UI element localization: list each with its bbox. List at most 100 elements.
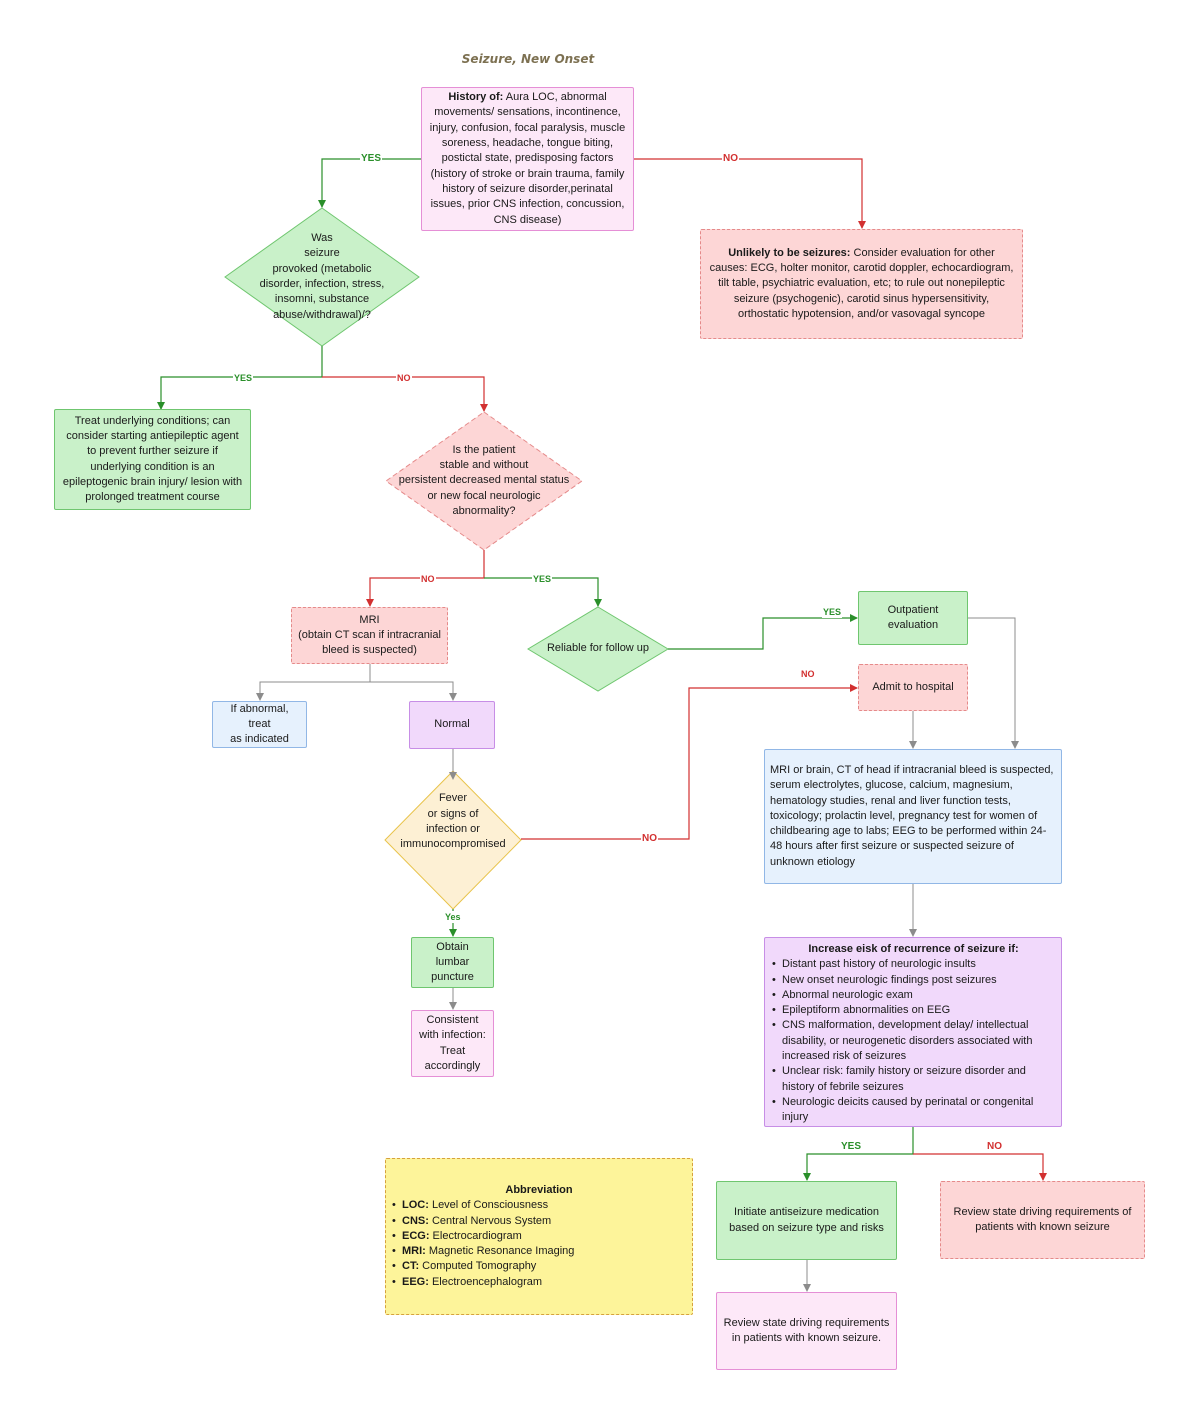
edge-label-fever-yes: Yes xyxy=(444,911,462,923)
edge-provoked-no xyxy=(322,376,488,412)
edge-label-risk-yes: YES xyxy=(840,1141,863,1153)
admit-text: Admit to hospital xyxy=(872,680,954,693)
mri-line: MRI xyxy=(359,613,380,626)
outpatient-box: Outpatient evaluation xyxy=(858,591,968,645)
risk-box: Increase eisk of recurrence of seizure i… xyxy=(764,937,1062,1127)
fever-line: immunocompromised xyxy=(400,838,506,851)
risk-item: Unclear risk: family history or seizure … xyxy=(772,1064,1055,1095)
consistent-line: accordingly xyxy=(424,1059,481,1072)
consistent-box: Consistent with infection: Treat accordi… xyxy=(411,1010,494,1077)
abbr-full: Central Nervous System xyxy=(428,1214,552,1227)
abbr-term: ECG: xyxy=(402,1229,430,1242)
stable-line: abnormality? xyxy=(452,504,516,517)
review-no-box: Review state driving requirements of pat… xyxy=(940,1181,1145,1259)
abbr-term: CNS: xyxy=(402,1214,429,1227)
consistent-line: with infection: xyxy=(419,1029,486,1042)
edge-reliable-yes xyxy=(668,614,858,650)
edge-history-no xyxy=(634,158,866,229)
abbr-full: Electrocardiogram xyxy=(429,1229,522,1242)
abbr-term: EEG: xyxy=(402,1275,429,1288)
abbreviation-item: MRI: Magnetic Resonance Imaging xyxy=(392,1244,686,1260)
stable-diamond xyxy=(385,411,583,551)
history-box: History of: Aura LOC, abnormal movements… xyxy=(421,87,634,231)
initiate-text: Initiate antiseizure medication based on… xyxy=(729,1206,884,1234)
risk-item: Abnormal neurologic exam xyxy=(772,988,1055,1004)
abbreviation-title: Abbreviation xyxy=(505,1183,573,1196)
risk-item: Neurologic deicits caused by perinatal o… xyxy=(772,1095,1055,1126)
unlikely-text: Consider evaluation for other causes: EC… xyxy=(709,246,1014,320)
mri-box: MRI (obtain CT scan if intracranial blee… xyxy=(291,607,448,664)
normal-box: Normal xyxy=(409,701,495,749)
treat-underlying-text: Treat underlying conditions; can conside… xyxy=(62,414,243,504)
edge-stable-yes xyxy=(484,577,602,607)
outpatient-line: Outpatient xyxy=(887,603,939,616)
abbreviation-list: LOC: Level of Consciousness CNS: Central… xyxy=(392,1198,686,1290)
abbreviation-item: ECG: Electrocardiogram xyxy=(392,1229,686,1245)
edge-label-reliable-yes: YES xyxy=(822,606,843,618)
abbreviation-item: LOC: Level of Consciousness xyxy=(392,1198,686,1214)
abbr-term: CT: xyxy=(402,1260,420,1273)
abbr-full: Magnetic Resonance Imaging xyxy=(425,1245,575,1258)
lumbar-line: puncture xyxy=(431,971,474,984)
edge-label-risk-no: NO xyxy=(986,1141,1003,1153)
risk-item: Epileptiform abnormalities on EEG xyxy=(772,1003,1055,1019)
abbr-term: MRI: xyxy=(402,1245,426,1258)
abbreviation-box: Abbreviation LOC: Level of Consciousness… xyxy=(385,1158,693,1315)
consistent-line: Treat xyxy=(439,1044,466,1057)
review-no-text: Review state driving requirements of pat… xyxy=(953,1205,1132,1233)
history-bold: History of: xyxy=(448,91,504,104)
fever-line: infection or xyxy=(426,823,480,835)
fever-line: or signs of xyxy=(427,807,479,820)
normal-text: Normal xyxy=(434,718,470,731)
fever-line: Fever xyxy=(438,792,468,805)
reliable-diamond xyxy=(527,606,669,692)
edge-label-admit-no: NO xyxy=(800,668,816,680)
edge-label-provoked-yes: YES xyxy=(233,372,254,384)
edge-fever-no xyxy=(521,684,858,840)
initiate-box: Initiate antiseizure medication based on… xyxy=(716,1181,897,1260)
provoked-line: insomni, substance xyxy=(274,293,370,306)
consistent-line: Consistent xyxy=(426,1013,479,1026)
abbr-term: LOC: xyxy=(402,1199,429,1212)
unlikely-box: Unlikely to be seizures: Consider evalua… xyxy=(700,229,1023,339)
edge-label-history-yes: YES xyxy=(360,153,383,165)
edge-history-yes xyxy=(318,158,421,208)
review-yes-text: Review state driving requirements in pat… xyxy=(723,1316,890,1344)
abbr-full: Level of Consciousness xyxy=(428,1199,549,1212)
abbr-full: Computed Tomography xyxy=(419,1260,537,1273)
workup-text: MRI or brain, CT of head if intracranial… xyxy=(770,763,1054,868)
edge-label-provoked-no: NO xyxy=(396,372,412,384)
provoked-line: Was xyxy=(311,232,333,245)
edge-outpatient-workup xyxy=(968,617,1019,749)
abbreviation-item: CNS: Central Nervous System xyxy=(392,1214,686,1230)
review-yes-box: Review state driving requirements in pat… xyxy=(716,1292,897,1370)
abnormal-box: If abnormal, treat as indicated xyxy=(212,701,307,748)
stable-line: Is the patient xyxy=(452,443,516,456)
provoked-text: Was seizure provoked (metabolic disorder… xyxy=(250,218,394,336)
reliable-text: Reliable for follow up xyxy=(538,640,658,658)
risk-list: Distant past history of neurologic insul… xyxy=(772,957,1055,1125)
fever-text: Fever or signs of infection or immunocom… xyxy=(393,790,513,854)
abnormal-line: If abnormal, treat xyxy=(230,702,289,730)
risk-item: New onset neurologic findings post seizu… xyxy=(772,973,1055,989)
stable-line: or new focal neurologic xyxy=(427,489,541,502)
lumbar-line: Obtain lumbar xyxy=(435,940,470,968)
risk-item: CNS malformation, development delay/ int… xyxy=(772,1018,1055,1064)
edge-risk-yes xyxy=(803,1127,914,1181)
provoked-line: disorder, infection, stress, xyxy=(259,278,385,290)
workup-box: MRI or brain, CT of head if intracranial… xyxy=(764,749,1062,884)
stable-line: persistent decreased mental status xyxy=(398,474,570,487)
edge-label-fever-no: NO xyxy=(641,833,658,845)
edge-mri-normal xyxy=(370,681,457,701)
edge-mri-abnormal xyxy=(256,664,371,701)
edge-label-history-no: NO xyxy=(722,153,739,165)
abbreviation-item: EEG: Electroencephalogram xyxy=(392,1275,686,1291)
provoked-line: seizure xyxy=(304,247,340,260)
mri-line: bleed is suspected) xyxy=(322,644,417,657)
stable-line: stable and without xyxy=(439,459,529,472)
lumbar-box: Obtain lumbar puncture xyxy=(411,937,494,988)
history-text: Aura LOC, abnormal movements/ sensations… xyxy=(429,91,626,226)
chart-title: Seizure, New Onset xyxy=(461,52,595,66)
stable-text: Is the patient stable and without persis… xyxy=(390,434,578,528)
